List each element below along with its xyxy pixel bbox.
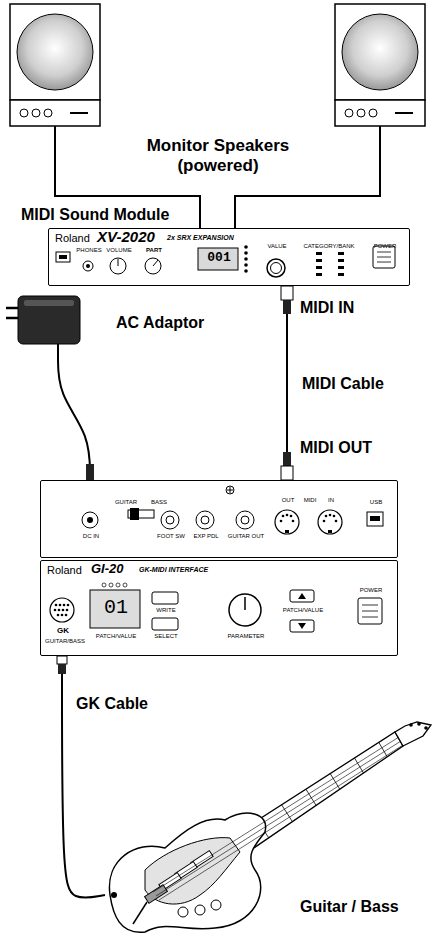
device-label: Guitar / Bass [300,898,399,916]
speaker [335,4,425,126]
device-label: PHONES [76,247,101,254]
panel-label: PATCH/VALUE [283,607,323,614]
panel-label: Roland [47,564,82,576]
callout-label: MIDI IN [300,298,354,317]
midi-plug [281,466,293,480]
device-label: Roland [55,232,90,244]
midi-plug [283,300,291,314]
device-label: AC Adaptor [116,314,204,332]
device-label: 001 [207,251,230,265]
cable-label: MIDI Cable [300,374,386,393]
device-label: VALUE [267,243,286,250]
cable [58,354,90,480]
guitar-drawing [109,722,431,932]
panel-label: SELECT [154,633,177,640]
panel-label: OUT [282,497,295,504]
device-label: MIDI Sound Module [21,206,169,224]
gk-plug [57,656,67,664]
panel-label: WRITE [156,607,175,614]
callout-label: Monitor Speakers (powered) [138,136,298,177]
panel-label: MIDI [304,497,317,504]
device-label: 2x SRX EXPANSION [167,234,234,242]
panel-label: GUITAR [115,499,137,506]
rear-panel-jacks [40,480,398,558]
cable [62,656,105,898]
ac-adaptor-drawing [6,296,80,354]
device-label: POWER [374,243,397,250]
panel-label: POWER [360,587,383,594]
panel-label: GUITAR OUT [228,533,265,540]
speaker [10,4,100,126]
gk-plug [58,664,66,674]
panel-label: IN [328,497,334,504]
panel-label: GI-20 [91,562,124,576]
device-label: VOLUME [106,247,131,254]
front-panel: Roland GI-20 GK-MIDI INTERFACE GK GUITAR/BAS… [40,560,398,656]
front-panel-controls [40,560,398,656]
panel-label: PARAMETER [228,633,265,640]
device-label: XV-2020 [97,229,155,246]
sound-module: MIDI Sound ModuleRolandXV-20202x SRX EXP… [48,228,410,286]
cable [286,286,288,480]
midi-plug [283,452,291,466]
panel-label: GK [57,627,69,636]
panel-label: USB [370,499,382,506]
module-controls [48,228,410,286]
rear-panel: DC IN GUITAR BASS FOOT SW EXP PDL GUITAR OUT O… [40,480,398,558]
panel-label: PATCH/VALUE [96,633,136,640]
midi-plug [281,286,293,300]
panel-label: FOOT SW [157,533,185,540]
guitar: Guitar / Bass [105,720,435,935]
callout-label: MIDI OUT [300,438,372,457]
cable-label: GK Cable [74,694,150,713]
dc-plug [86,464,94,480]
panel-label: EXP PDL [193,533,218,540]
panel-label: BASS [151,499,167,506]
ac-adaptor: AC Adaptor [6,292,216,354]
device-label: CATEGORY/BANK [303,243,354,250]
panel-label: 01 [104,597,128,619]
panel-label: GK-MIDI INTERFACE [139,566,208,574]
panel-label: GUITAR/BASS [45,638,85,645]
panel-label: DC IN [83,533,99,540]
device-label: PART [146,247,162,254]
